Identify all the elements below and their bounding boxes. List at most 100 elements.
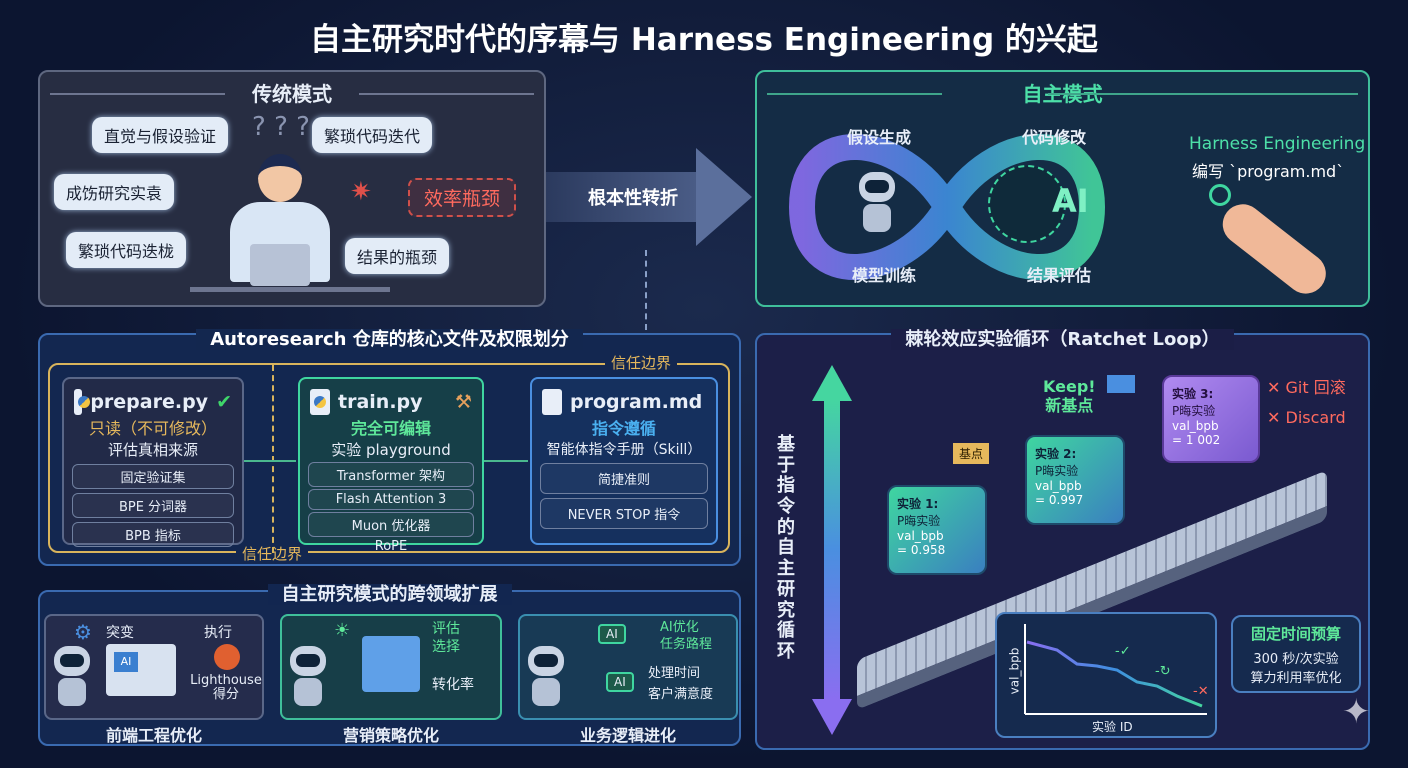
bubble: 结果的瓶颈 — [345, 238, 450, 274]
lighthouse-icon — [214, 644, 240, 670]
tag: 任务路程 — [660, 636, 713, 652]
divider — [645, 250, 647, 330]
file-item: 简捷准则 — [540, 463, 708, 494]
file-desc: 实验 playground — [331, 441, 451, 459]
x-axis-label: 实验 ID — [1092, 720, 1133, 734]
card-title: 业务逻辑进化 — [579, 726, 676, 745]
robot-icon — [52, 646, 92, 706]
metric-name: val_bpb — [897, 529, 944, 543]
arrow — [484, 460, 528, 462]
ratchet-heading: 棘轮效应实验循环（Ratchet Loop） — [891, 329, 1234, 350]
loop-step-train: 模型训练 — [852, 266, 917, 285]
experiment-sub: P晦实验 — [1172, 404, 1216, 418]
metric-value: = 1 002 — [1172, 433, 1221, 447]
trust-boundary — [48, 363, 730, 553]
question-marks: ? ? ? — [252, 112, 310, 142]
python-file-icon — [74, 389, 90, 415]
document-icon — [542, 389, 562, 415]
file-item: BPB 指标 — [72, 522, 234, 547]
metric-name: val_bpb — [1172, 419, 1219, 433]
ai-core-label: AI — [1052, 182, 1089, 220]
tag-group: AI优化任务路程 — [660, 620, 712, 654]
double-arrow-icon — [812, 365, 852, 735]
envelope-icon — [362, 636, 420, 692]
file-card-train[interactable]: train.py⚒ 完全可编辑 实验 playground Transforme… — [298, 377, 484, 554]
budget-line: 300 秒/次实验 — [1253, 652, 1339, 667]
tag: Lighthouse — [190, 673, 262, 688]
metric-name: val_bpb — [1035, 479, 1082, 493]
desk — [190, 287, 390, 292]
repo-heading: Autoresearch 仓库的核心文件及权限划分 — [196, 329, 583, 350]
tag-group: 处理时间客户满意度 — [648, 664, 713, 706]
discard-label: Discard — [1285, 408, 1346, 428]
rollback-label: Git 回滚 — [1285, 378, 1346, 397]
tag: 客户满意度 — [648, 686, 714, 702]
file-name: program.md — [570, 391, 703, 413]
file-item: 固定验证集 — [72, 464, 234, 489]
transition-label: 根本性转折 — [588, 188, 678, 209]
budget-line: 算力利用率优化 — [1250, 671, 1342, 686]
loop-step-code: 代码修改 — [1022, 128, 1087, 147]
traditional-mode-panel: 传统模式 直觉与假设验证 繁琐代码迭代 成饬研究实袁 繁琐代码迭栊 结果的瓶颈 … — [38, 70, 546, 307]
experiment-name: 实验 1: — [897, 497, 939, 511]
ai-node: AI — [606, 672, 634, 692]
tag: 转化率 — [432, 677, 474, 693]
button-icon — [1209, 184, 1231, 206]
robot-icon — [857, 172, 897, 232]
val-bpb-curve — [1024, 624, 1207, 715]
metric-value: = 0.958 — [897, 543, 946, 557]
card-title: 营销策略优化 — [342, 726, 439, 745]
sparkle-icon: ✦ — [1342, 692, 1371, 732]
ratchet-panel: 棘轮效应实验循环（Ratchet Loop） 基于指令的自主研究循环 实验 1:… — [755, 329, 1370, 750]
file-desc: 智能体指令手册（Skill） — [546, 442, 702, 458]
new-baseline-text: 新基点 — [1045, 396, 1094, 416]
shield-check-icon: ✔ — [216, 391, 232, 413]
gear-icon: ⚙ — [74, 620, 92, 644]
autonomous-mode-panel: 自主模式 假设生成 代码修改 结果评估 模型训练 AI Harness Engi… — [755, 70, 1370, 307]
lightbulb-icon: ☀ — [334, 620, 351, 641]
card-marketing[interactable]: ☀ 评估选择 转化率 — [280, 614, 502, 720]
ai-node: AI — [598, 624, 626, 644]
keep-text: Keep! — [1043, 377, 1096, 396]
file-mode: 只读（不可修改） — [88, 419, 217, 438]
reject-labels: ✕ Git 回滚✕ Discard — [1267, 373, 1346, 434]
boundary-divider — [272, 365, 274, 553]
arrow — [244, 460, 296, 462]
card-title: 前端工程优化 — [105, 726, 202, 745]
burst-icon: ✷ — [350, 177, 372, 207]
marker: -✕ — [1193, 684, 1209, 699]
card-business[interactable]: AI AI AI优化任务路程 处理时间客户满意度 — [518, 614, 738, 720]
robot-icon — [288, 646, 328, 706]
flag-icon — [1107, 375, 1135, 393]
traditional-heading: 传统模式 — [252, 82, 332, 106]
screen-label: AI — [114, 652, 138, 672]
tag: 突变 — [106, 625, 134, 641]
tag: 评估 — [432, 621, 460, 637]
file-card-program[interactable]: program.md 指令遵循 智能体指令手册（Skill） 简捷准则 NEVE… — [530, 377, 718, 545]
file-name: train.py — [338, 391, 423, 413]
y-axis-label: val_bpb — [1007, 647, 1022, 695]
pointing-hand-icon — [1214, 196, 1334, 302]
file-item: NEVER STOP 指令 — [540, 498, 708, 529]
tag: 得分 — [212, 687, 239, 703]
file-item: BPE 分词器 — [72, 493, 234, 518]
page-title: 自主研究时代的序幕与 Harness Engineering 的兴起 — [310, 22, 1098, 58]
browser-window-icon: AI — [106, 644, 176, 696]
tag: 处理时间 — [648, 666, 701, 681]
vertical-label: 基于指令的自主研究循环 — [777, 434, 795, 662]
bottleneck-label: 效率瓶颈 — [408, 178, 517, 217]
file-item: Flash Attention 3 — [308, 489, 474, 510]
bubble: 成饬研究实袁 — [54, 174, 175, 210]
python-file-icon — [310, 389, 330, 415]
file-card-prepare[interactable]: prepare.py✔ 只读（不可修改） 评估真相来源 固定验证集 BPE 分词… — [62, 377, 244, 547]
metric-value: = 0.997 — [1035, 493, 1084, 507]
trust-boundary-label: 信任边界 — [236, 543, 309, 564]
budget-title: 固定时间预算 — [1250, 625, 1341, 643]
file-item: Muon 优化器 — [308, 512, 474, 537]
experiment-name: 实验 3: — [1172, 387, 1214, 401]
